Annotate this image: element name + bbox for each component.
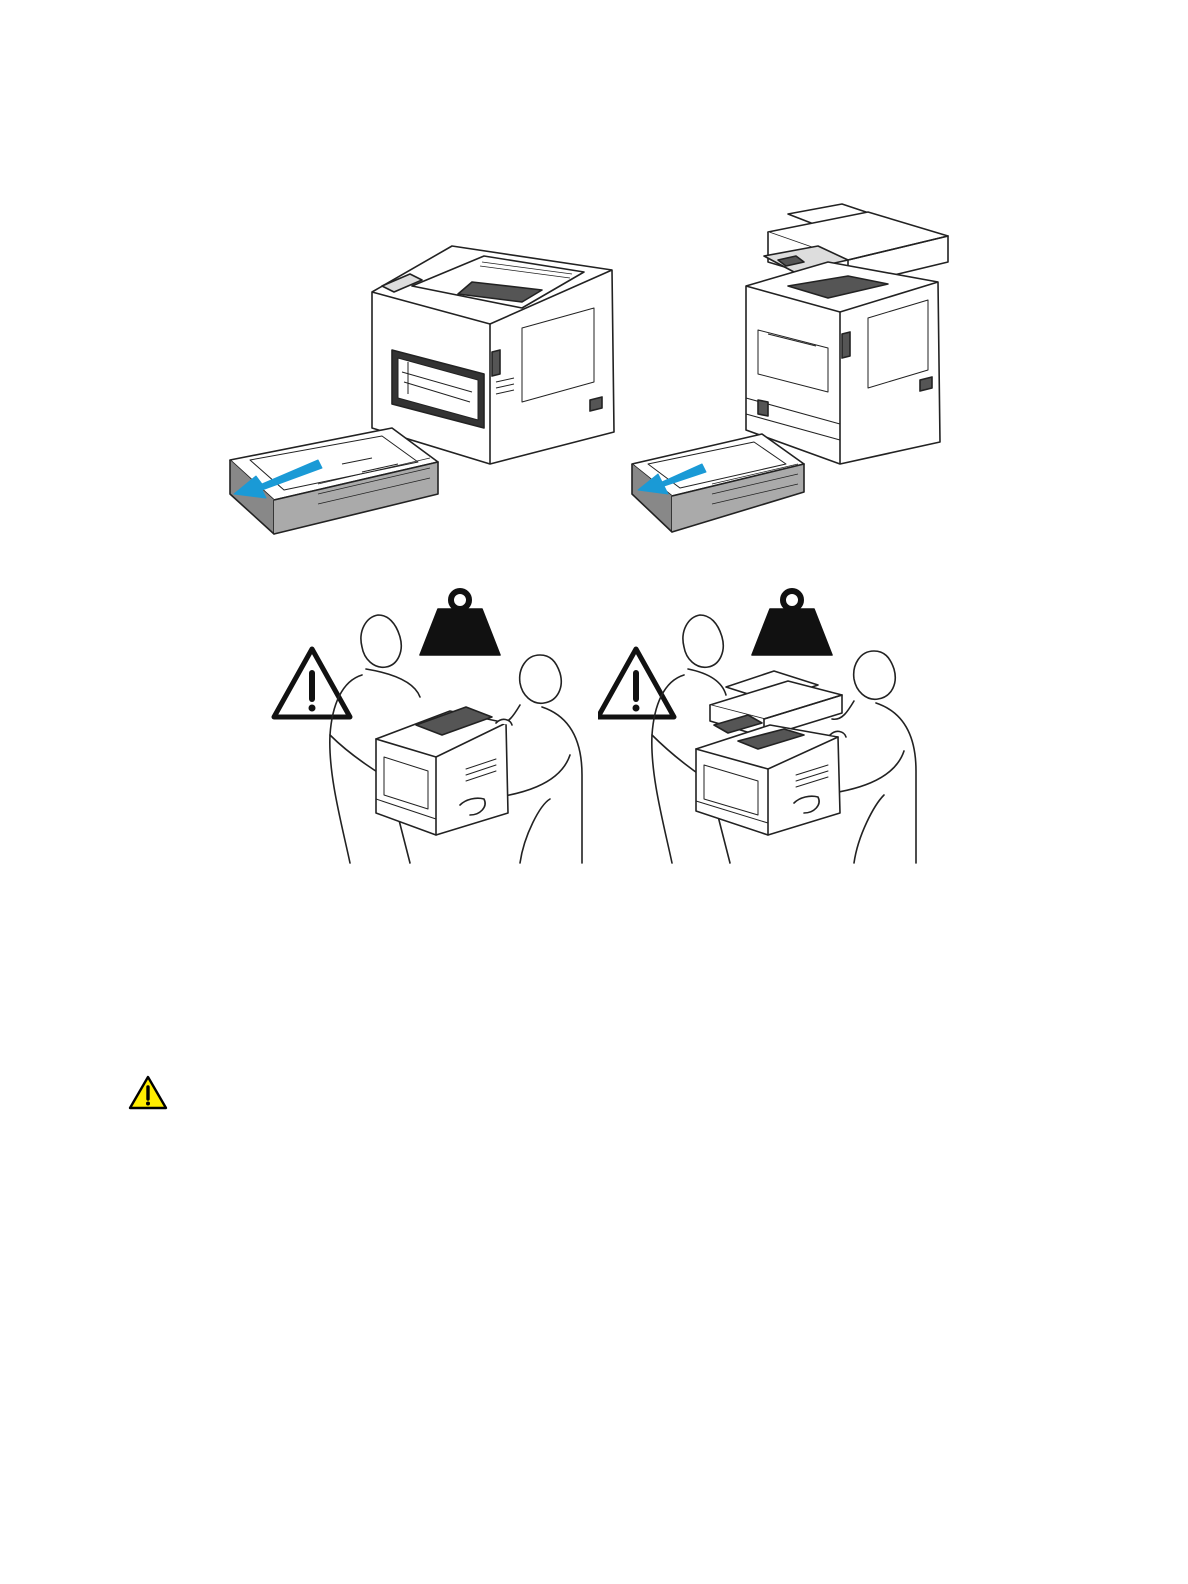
two-person-lift-printer-illustration [270, 585, 600, 865]
warning-triangle-icon [274, 649, 350, 717]
warning-triangle-icon [598, 649, 674, 717]
printer-tray-removal-illustration [222, 232, 652, 544]
two-person-lift-mfp-illustration [598, 585, 938, 865]
mfp-tray-removal-illustration [628, 202, 974, 544]
caution-triangle-icon [128, 1075, 168, 1111]
weight-icon [420, 591, 500, 655]
weight-icon [752, 591, 832, 655]
